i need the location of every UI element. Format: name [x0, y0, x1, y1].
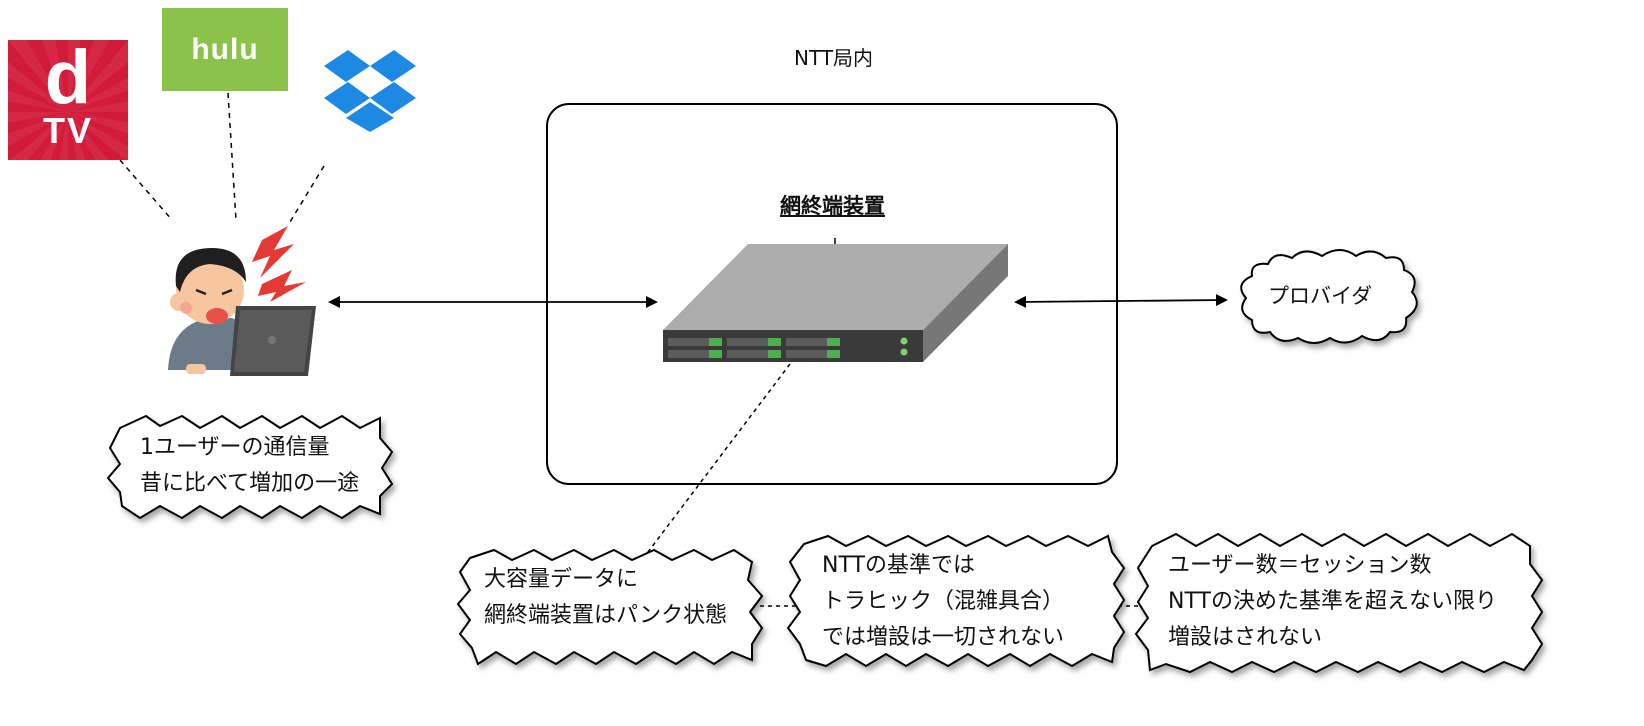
anger-lightning-icon [252, 226, 306, 302]
hulu-logo-text: hulu [191, 32, 259, 66]
callout-session-line3: 増設はされない [1168, 625, 1323, 650]
frustrated-user-icon [168, 248, 316, 376]
callout-session-shape [1134, 532, 1544, 674]
dtv-logo-letter: d [44, 40, 92, 120]
provider-cloud [1240, 249, 1418, 344]
callout-overload-line1: 大容量データに [484, 567, 639, 592]
callout-connector-lines [644, 363, 1146, 607]
dropbox-icon [324, 50, 416, 132]
provider-label: プロバイダ [1268, 284, 1373, 308]
logo-connector-lines [119, 92, 325, 223]
callout-session-line1: ユーザー数＝セッション数 [1168, 553, 1432, 578]
callout-session-line2: NTTの決めた基準を超えない限り [1168, 589, 1497, 614]
callout-overload-line2: 網終端装置はパンク状態 [484, 603, 728, 628]
callout-user-line1: 1ユーザーの通信量 [140, 435, 330, 460]
device-label: 網終端装置 [780, 194, 885, 218]
callout-user-line2: 昔に比べて増加の一途 [140, 471, 360, 496]
ntt-area-box [546, 103, 1118, 485]
ntt-area-label: NTT局内 [794, 46, 874, 70]
callout-user-shape [106, 414, 394, 520]
callout-overload-text: 大容量データに 網終端装置はパンク状態 [484, 562, 727, 634]
device-provider-arrow [1014, 294, 1228, 308]
callout-overload-shape [456, 548, 764, 666]
callout-criteria-line2: トラヒック（混雑具合） [822, 589, 1065, 614]
hulu-logo: hulu [162, 8, 288, 91]
callout-criteria-shape [786, 534, 1126, 668]
callout-criteria-line1: NTTの基準では [822, 553, 975, 578]
dtv-logo-sub: TV [42, 110, 93, 151]
server-device-icon [663, 238, 1008, 362]
callout-criteria-text: NTTの基準では トラヒック（混雑具合） では増設は一切されない [822, 548, 1064, 656]
callout-criteria-line3: では増設は一切されない [822, 625, 1065, 650]
callout-session-text: ユーザー数＝セッション数 NTTの決めた基準を超えない限り 増設はされない [1168, 548, 1497, 656]
dtv-logo: d TV [8, 40, 128, 160]
callout-user-text: 1ユーザーの通信量 昔に比べて増加の一途 [140, 430, 359, 502]
